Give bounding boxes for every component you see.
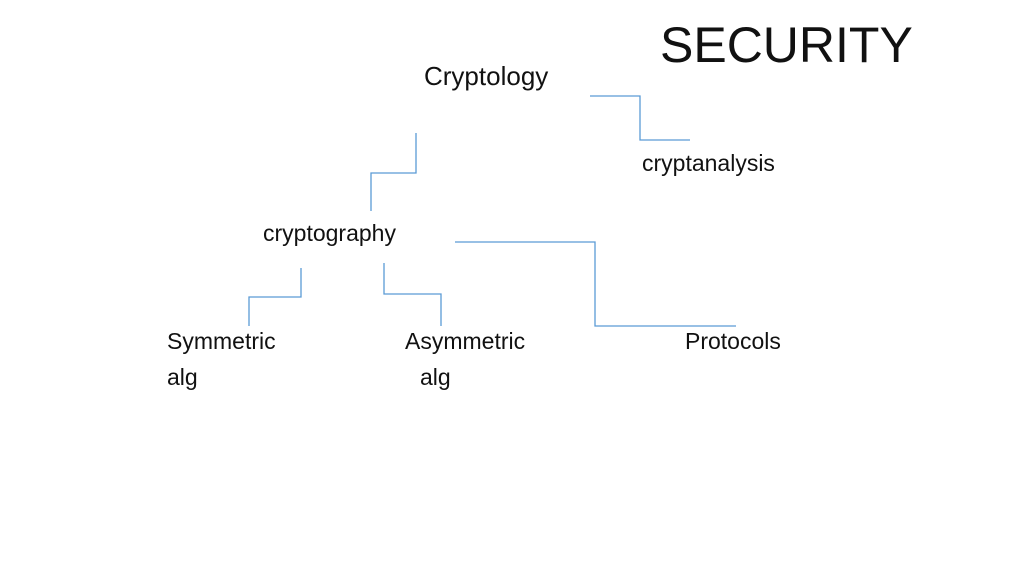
node-symmetric-line2: alg	[167, 364, 198, 390]
connector-cryptography-to-symmetric	[248, 268, 302, 326]
connector-cryptography-to-protocols	[455, 241, 736, 327]
node-cryptography: cryptography	[263, 220, 396, 246]
connector-cryptography-to-asymmetric	[383, 263, 442, 326]
node-asymmetric-line2: alg	[420, 364, 451, 390]
node-asymmetric-line1: Asymmetric	[405, 328, 526, 354]
node-symmetric-line1: Symmetric	[167, 328, 276, 354]
connector-cryptology-to-cryptography	[370, 133, 417, 211]
node-cryptanalysis: cryptanalysis	[642, 150, 775, 176]
connector-cryptology-to-cryptanalysis	[590, 95, 690, 141]
node-protocols: Protocols	[685, 328, 781, 354]
node-cryptology: Cryptology	[424, 61, 549, 91]
slide-title: SECURITY	[660, 17, 913, 73]
